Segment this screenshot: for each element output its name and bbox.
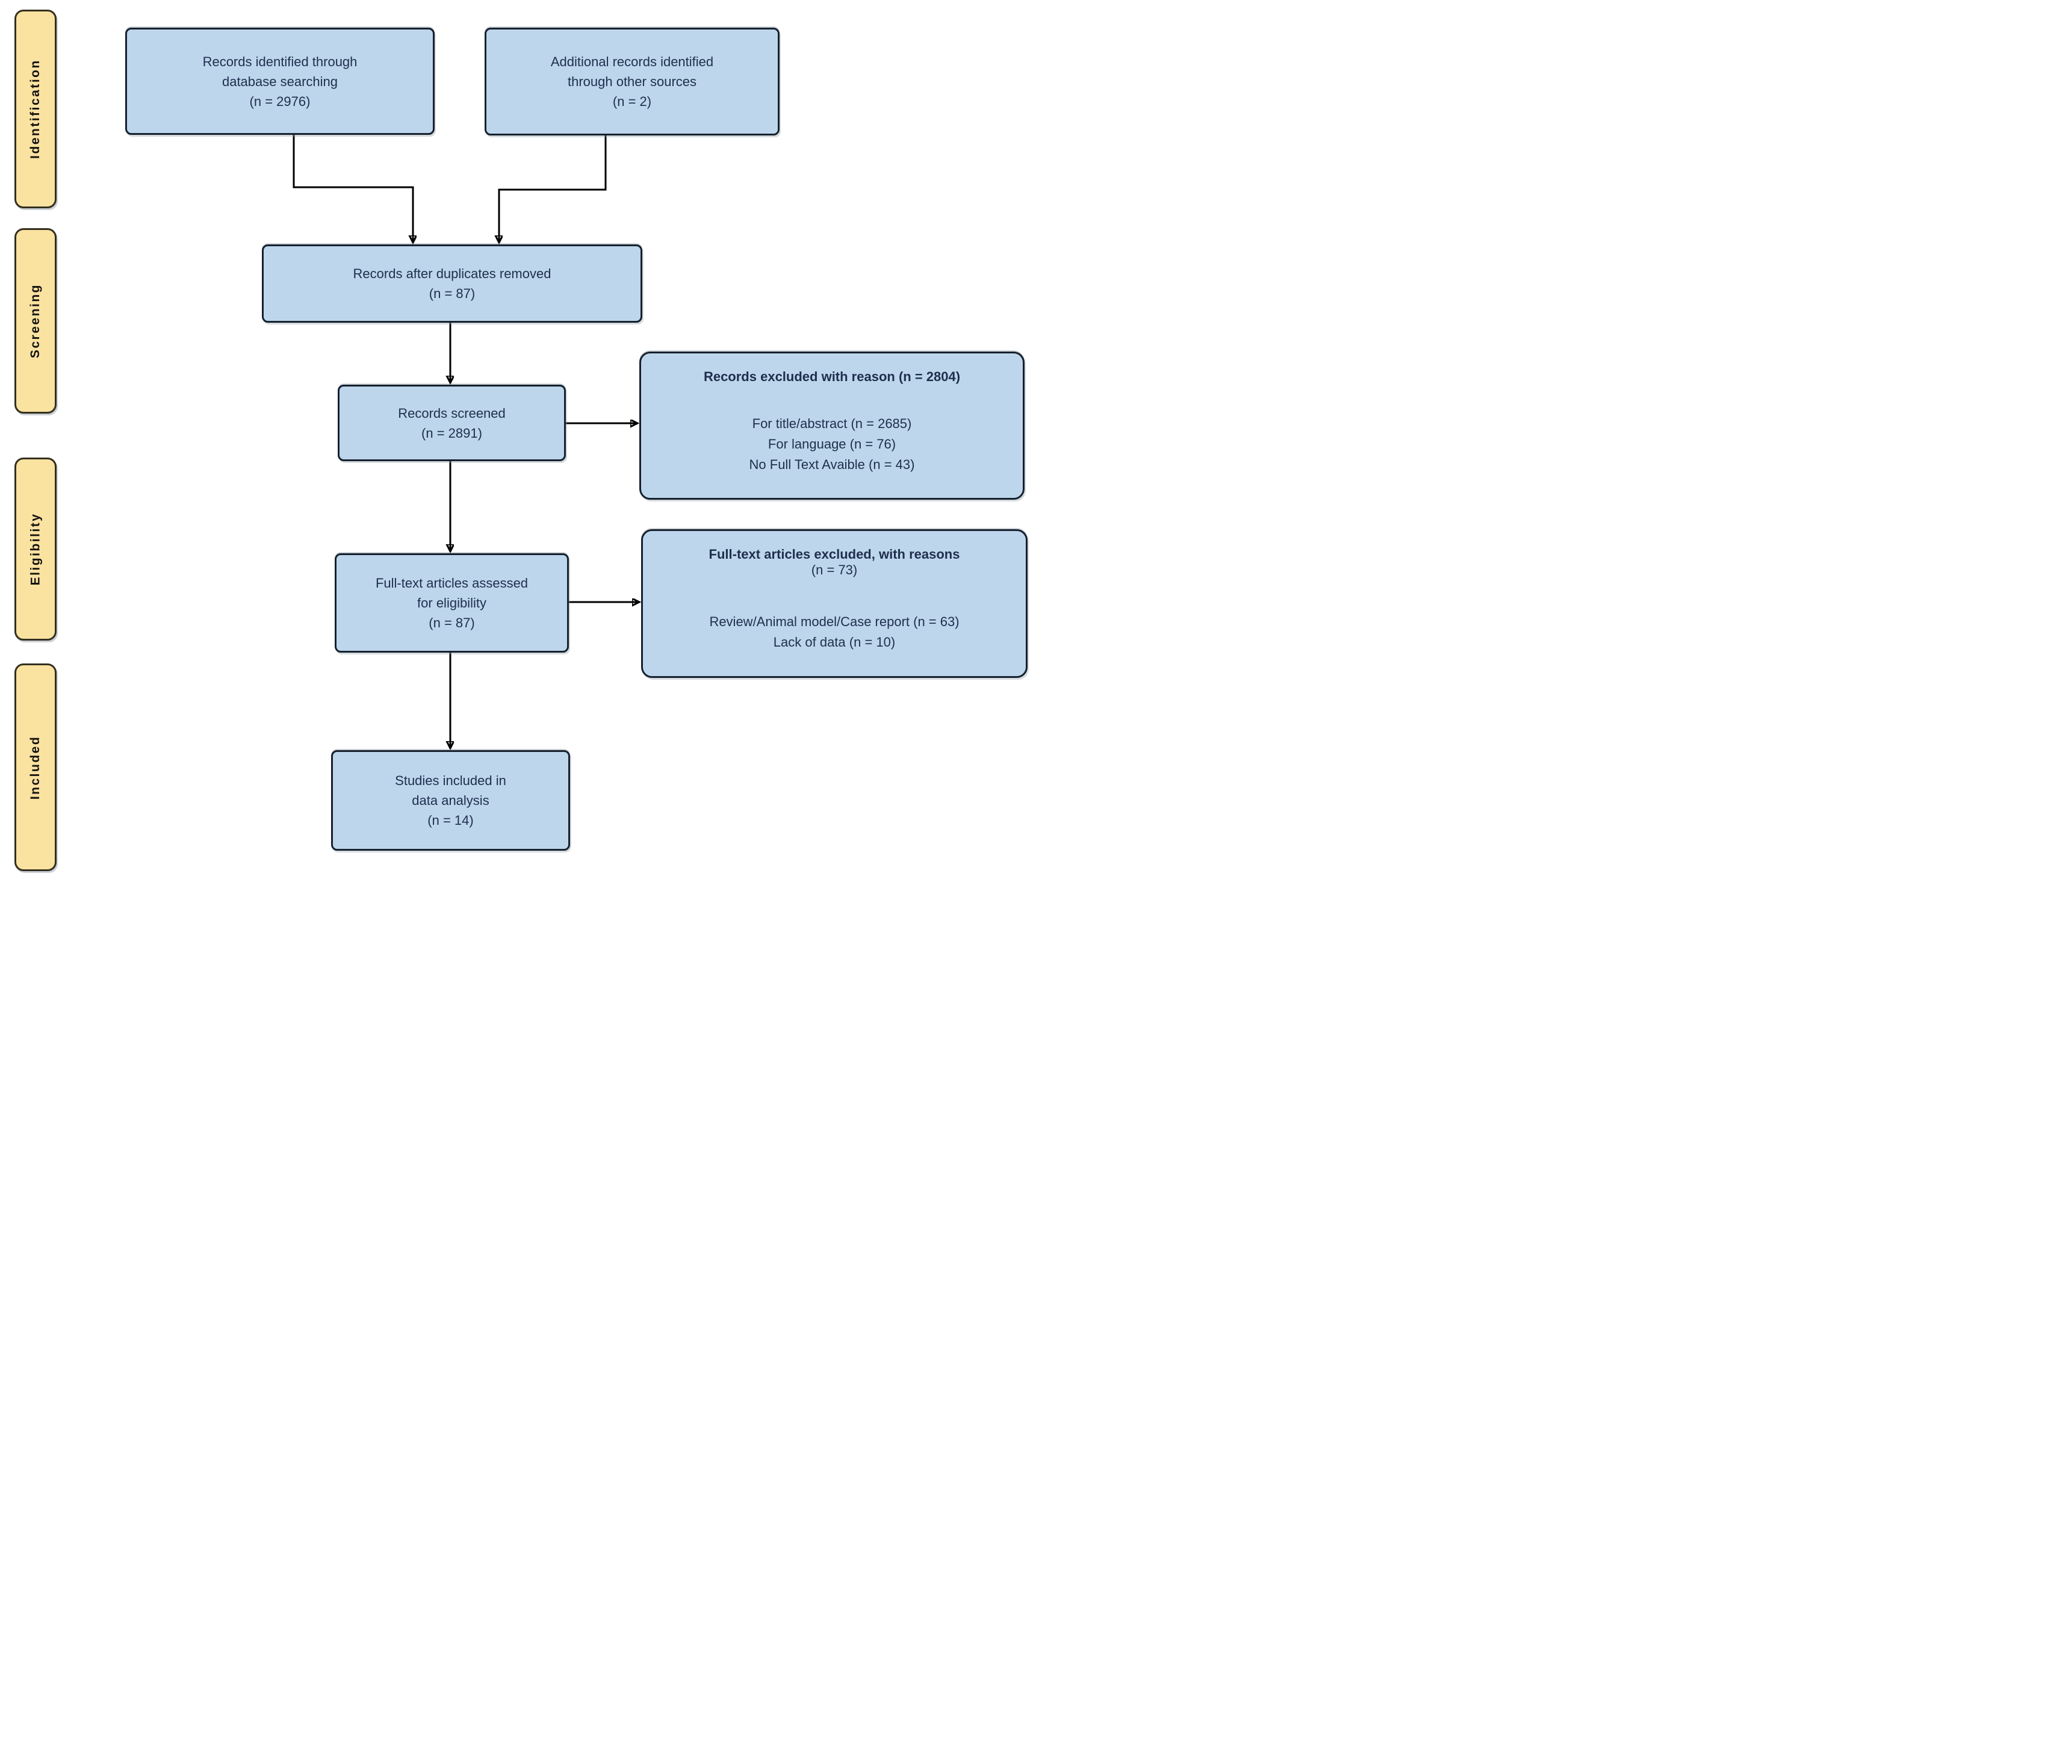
flow-connectors xyxy=(293,135,1036,882)
box-records-excluded-title: Records excluded with reason (n = 2804) xyxy=(703,369,961,384)
stage-label-screening: Screening xyxy=(14,228,57,414)
box-records-excluded: Records excluded with reason (n = 2804) … xyxy=(639,352,1025,500)
box-studies-included-text: Studies included in data analysis (n = 1… xyxy=(395,773,506,828)
stage-label-identification-text: Identification xyxy=(28,59,43,159)
stage-label-eligibility: Eligibility xyxy=(14,458,57,641)
prisma-flow-diagram: Identification Screening Eligibility Inc… xyxy=(0,0,1036,882)
box-fulltext-excluded-title: Full-text articles excluded, with reason… xyxy=(709,547,960,562)
box-records-excluded-reasons: For title/abstract (n = 2685) For langua… xyxy=(749,416,915,473)
box-records-screened-text: Records screened (n = 2891) xyxy=(398,405,506,441)
box-records-identified-text: Records identified through database sear… xyxy=(202,54,358,109)
box-fulltext-excluded-reasons: Review/Animal model/Case report (n = 63)… xyxy=(709,614,960,650)
box-fulltext-excluded-count: (n = 73) xyxy=(811,562,858,577)
stage-label-included: Included xyxy=(14,663,57,871)
stage-label-identification: Identification xyxy=(14,10,57,208)
box-fulltext-assessed-text: Full-text articles assessed for eligibil… xyxy=(375,576,529,630)
stage-label-screening-text: Screening xyxy=(28,283,43,359)
stage-label-eligibility-text: Eligibility xyxy=(28,512,42,586)
connector-other-sources-to-duplicates xyxy=(499,135,607,242)
box-additional-records-text: Additional records identified through ot… xyxy=(550,54,714,109)
box-studies-included: Studies included in data analysis (n = 1… xyxy=(331,750,570,851)
connector-db-search-to-duplicates xyxy=(293,135,413,242)
box-fulltext-assessed: Full-text articles assessed for eligibil… xyxy=(335,553,569,653)
box-fulltext-excluded: Full-text articles excluded, with reason… xyxy=(641,529,1028,678)
box-additional-records: Additional records identified through ot… xyxy=(485,28,780,135)
stage-label-included-text: Included xyxy=(28,735,42,800)
box-duplicates-removed: Records after duplicates removed (n = 87… xyxy=(262,244,642,323)
box-records-screened: Records screened (n = 2891) xyxy=(338,385,566,461)
box-duplicates-removed-text: Records after duplicates removed (n = 87… xyxy=(353,266,551,301)
box-records-identified: Records identified through database sear… xyxy=(125,28,435,135)
